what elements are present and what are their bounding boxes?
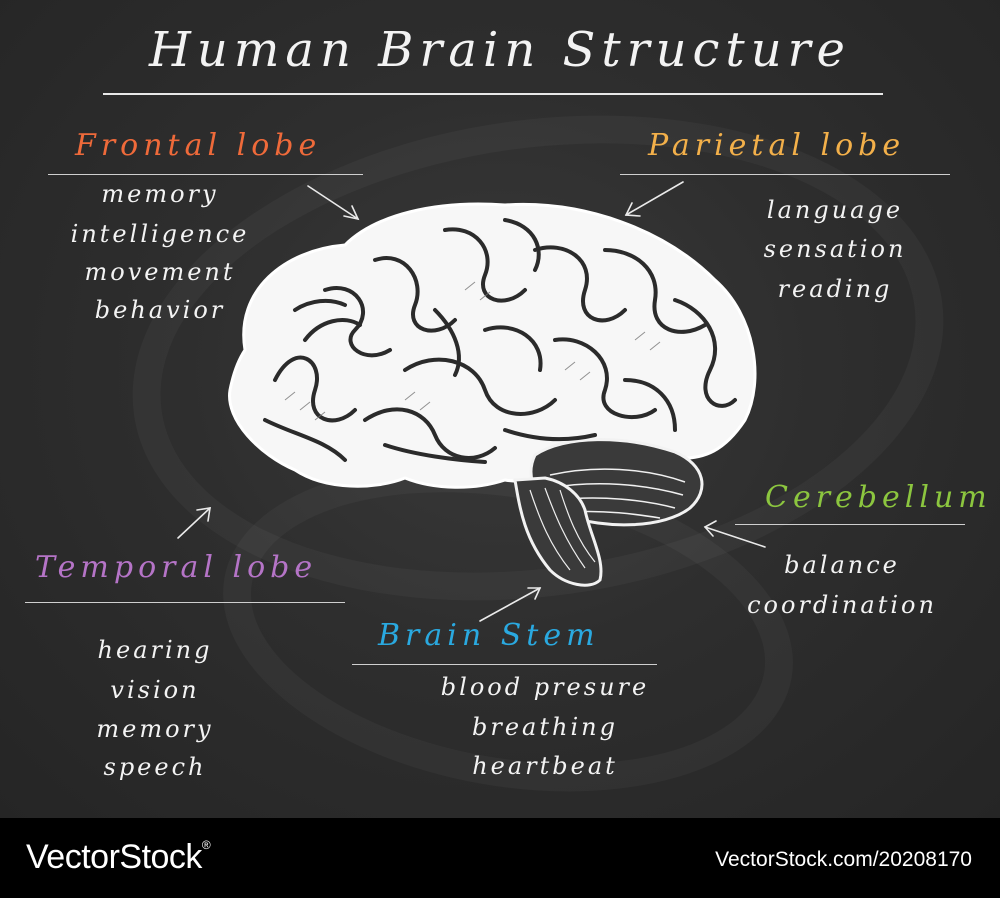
frontal-lobe-heading: Frontal lobe bbox=[75, 128, 322, 163]
frontal-item: memory bbox=[101, 180, 219, 208]
parietal-lobe-heading: Parietal lobe bbox=[648, 128, 906, 163]
registered-mark: ® bbox=[201, 838, 211, 852]
brand-logo: VectorStock® bbox=[26, 838, 211, 877]
cerebellum-item: balance bbox=[784, 551, 900, 579]
parietal-arrow-icon bbox=[624, 181, 684, 217]
title-underline bbox=[103, 93, 883, 95]
frontal-item: intelligence bbox=[70, 220, 250, 248]
page-title: Human Brain Structure bbox=[149, 22, 851, 78]
brand-name: VectorStock bbox=[26, 838, 202, 876]
cerebellum-rule bbox=[735, 524, 965, 525]
frontal-item: behavior bbox=[94, 296, 226, 324]
temporal-lobe-heading: Temporal lobe bbox=[35, 550, 318, 585]
parietal-item: reading bbox=[777, 275, 893, 303]
pointer-arrows bbox=[177, 181, 766, 622]
frontal-item: movement bbox=[84, 258, 236, 286]
brain-stem-rule bbox=[352, 664, 657, 665]
temporal-item: speech bbox=[103, 753, 207, 781]
brain-stem-item: blood presure bbox=[440, 673, 650, 701]
brain-stem-item: breathing bbox=[472, 713, 618, 741]
temporal-item: memory bbox=[96, 715, 214, 743]
chalkboard: Human Brain Structure Frontal lobe memor… bbox=[0, 0, 1000, 818]
frontal-arrow-icon bbox=[307, 185, 360, 221]
brain-stem-item: heartbeat bbox=[472, 752, 618, 780]
parietal-item: language bbox=[766, 196, 904, 224]
brain-illustration bbox=[228, 202, 757, 587]
cerebellum-item: coordination bbox=[747, 591, 937, 619]
brain-icon bbox=[228, 202, 757, 587]
cerebellum-arrow-icon bbox=[703, 520, 766, 548]
temporal-arrow-icon bbox=[177, 507, 211, 539]
cerebellum-heading: Cerebellum bbox=[765, 480, 992, 515]
image-id: VectorStock.com/20208170 bbox=[715, 848, 972, 871]
footer-bar: VectorStock® VectorStock.com/20208170 bbox=[0, 818, 1000, 898]
frontal-lobe-rule bbox=[48, 174, 363, 175]
temporal-lobe-rule bbox=[25, 602, 345, 603]
temporal-item: hearing bbox=[97, 636, 213, 664]
parietal-lobe-rule bbox=[620, 174, 950, 175]
stem-arrow-icon bbox=[479, 587, 542, 622]
brain-stem-heading: Brain Stem bbox=[378, 618, 600, 653]
parietal-item: sensation bbox=[763, 235, 907, 263]
temporal-item: vision bbox=[110, 676, 200, 704]
